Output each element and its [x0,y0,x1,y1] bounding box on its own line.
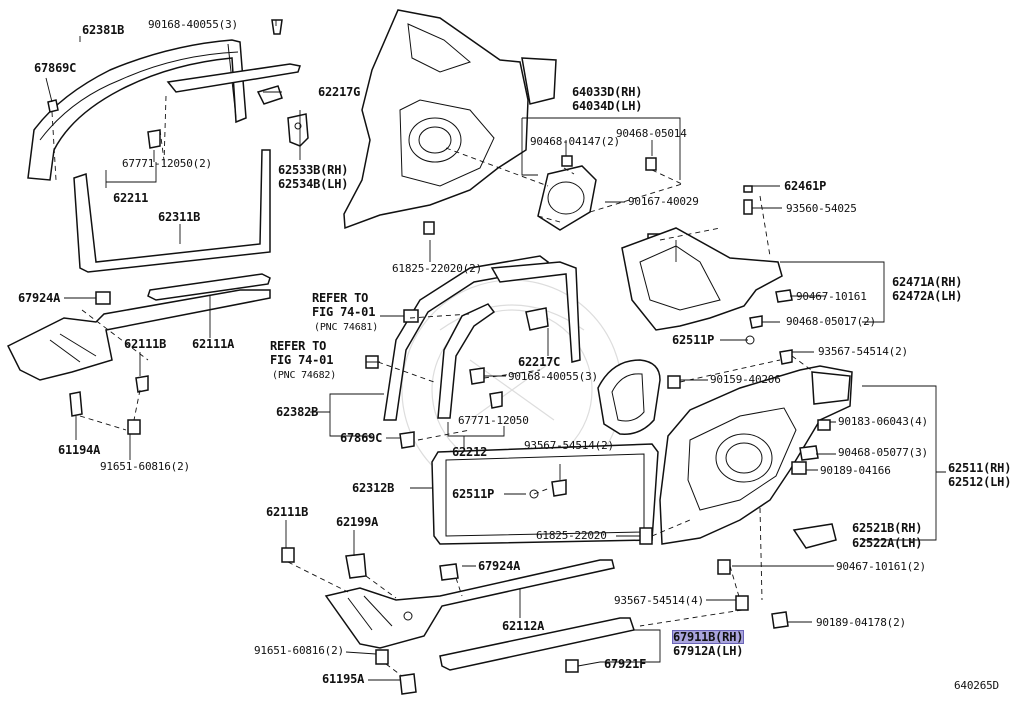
label-90167-40029: 90167-40029 [628,195,699,208]
label-90467-10161-a: 90467-10161 [796,290,867,303]
refer-to-1-line2: FIG 74-01 [312,305,376,319]
dashed-lines [51,95,815,677]
label-62472A: 62472A(LH) [892,289,963,303]
label-90189-04178: 90189-04178(2) [816,616,906,629]
label-62521B: 62521B(RH) [852,521,923,535]
refer-to-1-line3: (PNC 74681) [314,322,379,333]
clips-right [717,419,837,629]
label-64034D: 64034D(LH) [572,99,643,113]
label-62217C: 62217C [518,355,561,369]
label-62511P-a: 62511P [672,333,715,347]
label-62511P-b: 62511P [452,487,495,501]
label-62111A: 62111A [192,337,235,351]
speaker-cover-upper [537,165,597,231]
label-67869C-a: 67869C [34,61,77,75]
label-90467-10161-b: 90467-10161(2) [836,560,926,573]
label-91651-60816-a: 91651-60816(2) [100,460,190,473]
label-67771-12050-b: 67771-12050 [458,414,529,427]
label-90468-05017: 90468-05017(2) [786,315,876,328]
label-62311B: 62311B [158,210,201,224]
rear-step-plate-62112A [324,559,615,649]
center-pillar-62212 [437,303,496,419]
label-62212: 62212 [452,445,488,459]
label-62111B-a: 62111B [124,337,167,351]
label-64033D: 64033D(RH) [572,85,643,99]
leader-lines [45,20,946,681]
refer-to-2-line1: REFER TO [270,339,327,353]
label-93567-54514-b: 93567-54514(2) [524,439,614,452]
label-67924A-a: 67924A [18,291,61,305]
bracket-62533B [287,113,309,147]
label-90468-05014: 90468-05014 [616,127,687,140]
label-93567-54514-c: 93567-54514(4) [614,594,704,607]
label-62382B: 62382B [276,405,319,419]
label-62381B: 62381B [82,23,125,37]
small-fasteners-left [69,291,149,435]
quarter-upper-panel-64033D [343,9,557,230]
label-62112A: 62112A [502,619,545,633]
label-67911B-highlighted[interactable]: 67911B(RH) [671,630,745,644]
diagram-id: 640265D [954,679,999,692]
belt-molding-62217G [166,63,301,93]
label-90189-04166: 90189-04166 [820,464,891,477]
refer-to-2-line2: FIG 74-01 [270,353,334,367]
front-door-frame-62381B [27,39,247,181]
clips-bottom [281,547,579,695]
label-62533B: 62533B(RH) [278,163,349,177]
label-67869C-b: 67869C [340,431,383,445]
label-67771-12050-a: 67771-12050(2) [122,157,212,170]
quarter-window-trim-62471A [621,185,793,331]
label-61194A: 61194A [58,443,101,457]
label-90168-40055-top: 90168-40055(3) [148,18,238,31]
label-62111B-b: 62111B [266,505,309,519]
door-weatherstrip-62311B [73,149,271,273]
label-61195A: 61195A [322,672,365,686]
quarter-lower-panel-62511 [639,365,853,545]
label-62461P: 62461P [784,179,827,193]
label-62312B: 62312B [352,481,395,495]
label-61825-22020-a: 61825-22020(2) [392,262,482,275]
label-91651-60816-b: 91651-60816(2) [254,644,344,657]
label-90468-05077: 90468-05077(3) [838,446,928,459]
refer-to-2-line3: (PNC 74682) [272,370,337,381]
step-plate-front [6,289,271,381]
label-67912A: 67912A(LH) [673,644,744,658]
label-67924A-b: 67924A [478,559,521,573]
label-93567-54514-a: 93567-54514(2) [818,345,908,358]
label-90168-40055-mid: 90168-40055(3) [508,370,598,383]
label-90468-04147: 90468-04147(2) [530,135,620,148]
rocker-strip-62111A [147,273,271,301]
label-62522A: 62522A(LH) [852,536,923,550]
label-90159-40206: 90159-40206 [710,373,781,386]
label-62211: 62211 [113,191,149,205]
label-62217G: 62217G [318,85,361,99]
label-62512: 62512(LH) [948,475,1012,489]
label-67921F: 67921F [604,657,647,671]
rear-door-weatherstrip-62312B [431,443,659,545]
speaker-ring-lower [597,359,661,435]
label-61825-22020-b: 61825-22020 [536,529,607,542]
label-62511: 62511(RH) [948,461,1012,475]
door-frame-inner-62217C [490,261,581,363]
label-62534B: 62534B(LH) [278,177,349,191]
label-93560-54025: 93560-54025 [786,202,857,215]
refer-to-1-line1: REFER TO [312,291,369,305]
label-62199A: 62199A [336,515,379,529]
label-62471A: 62471A(RH) [892,275,963,289]
label-90183-06043: 90183-06043(4) [838,415,928,428]
clip-hardware-top [47,19,283,149]
